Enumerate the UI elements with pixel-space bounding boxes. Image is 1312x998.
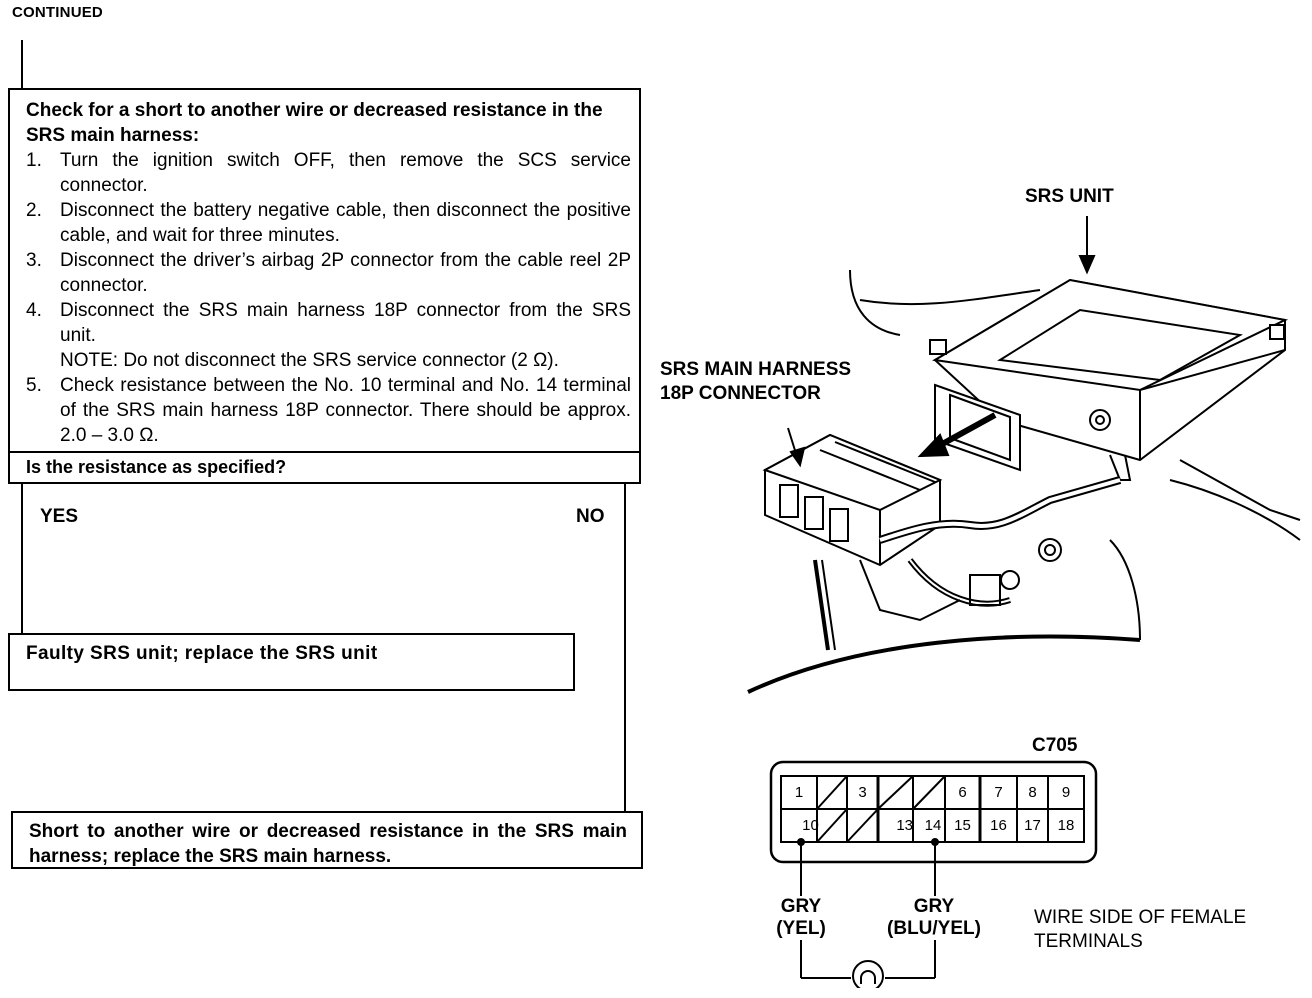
terminal-3: 3 — [858, 784, 867, 801]
srs-unit-illustration — [747, 216, 1301, 694]
harness-label-line1: SRS MAIN HARNESS — [660, 359, 852, 380]
terminal-17: 17 — [1024, 817, 1041, 834]
faulty-result-text: Faulty SRS unit; replace the SRS unit — [26, 643, 378, 664]
check-steps-list: 1. Turn the ignition switch OFF, then re… — [26, 148, 631, 448]
side-label-line1: WIRE SIDE OF FEMALE — [1034, 907, 1247, 928]
no-label: NO — [576, 506, 605, 527]
terminal-9: 9 — [1061, 784, 1071, 801]
harness-label-line2: 18P CONNECTOR — [660, 383, 821, 404]
question-bar: Is the resistance as specified? — [10, 451, 639, 484]
wire-right-label: GRY (BLU/YEL) — [878, 896, 990, 940]
check-title: Check for a short to another wire or dec… — [26, 100, 603, 146]
terminal-18: 18 — [1057, 817, 1075, 834]
wire-left-label: GRY (YEL) — [765, 896, 837, 940]
step-5: 5. Check resistance between the No. 10 t… — [26, 375, 631, 446]
terminal-14: 14 — [924, 817, 942, 834]
terminal-13: 13 — [896, 817, 913, 834]
step-3: 3. Disconnect the driver’s airbag 2P con… — [26, 250, 631, 296]
question-text: Is the resistance as specified? — [26, 457, 287, 477]
step-4: 4. Disconnect the SRS main harness 18P c… — [26, 300, 631, 346]
srs-unit-label: SRS UNIT — [1025, 186, 1114, 207]
terminal-8: 8 — [1028, 784, 1037, 801]
step-note: NOTE: Do not disconnect the SRS service … — [60, 350, 559, 371]
step-2: 2. Disconnect the battery negative cable… — [26, 200, 631, 246]
check-step-box: Check for a short to another wire or dec… — [8, 88, 641, 484]
yes-label: YES — [40, 506, 79, 527]
faulty-result-box: Faulty SRS unit; replace the SRS unit — [8, 633, 575, 691]
connector-c705-diagram — [769, 760, 1098, 988]
side-label-line2: TERMINALS — [1034, 931, 1143, 952]
terminal-16: 16 — [990, 817, 1007, 834]
continued-header: CONTINUED — [12, 4, 103, 21]
short-result-box: Short to another wire or decreased resis… — [11, 811, 643, 869]
step-1: 1. Turn the ignition switch OFF, then re… — [26, 150, 631, 196]
terminal-15: 15 — [954, 817, 971, 834]
terminal-6: 6 — [958, 784, 967, 801]
terminal-10: 10 — [802, 817, 819, 834]
terminal-7: 7 — [994, 784, 1003, 801]
short-result-text: Short to another wire or decreased resis… — [29, 821, 627, 867]
terminal-1: 1 — [794, 784, 804, 801]
connector-id: C705 — [1032, 735, 1078, 756]
